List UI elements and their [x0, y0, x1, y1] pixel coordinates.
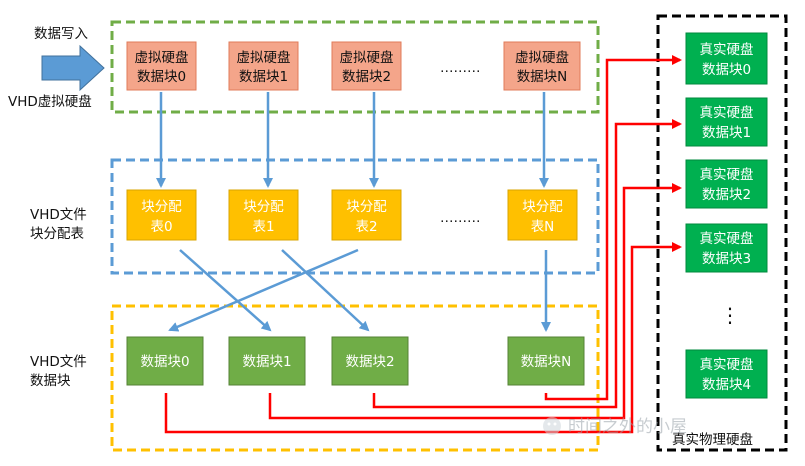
svg-text:虚拟硬盘: 虚拟硬盘	[340, 49, 394, 66]
svg-text:真实硬盘: 真实硬盘	[700, 166, 754, 183]
svg-text:块分配: 块分配	[522, 199, 563, 215]
svg-text:数据块2: 数据块2	[342, 69, 391, 85]
arrow-bat1-file2	[281, 249, 370, 332]
virtual-block-n: 虚拟硬盘 数据块N	[503, 41, 581, 91]
arrow-filen-phys0	[544, 55, 682, 401]
svg-text:块分配: 块分配	[346, 199, 387, 215]
file-blocks-container	[110, 304, 600, 452]
physical-block-0: 真实硬盘 数据块0	[685, 32, 768, 85]
arrow-bat2-file0	[168, 248, 359, 332]
svg-text:数据块N: 数据块N	[521, 354, 572, 370]
svg-text:块分配: 块分配	[141, 199, 182, 215]
virtual-block-0: 虚拟硬盘 数据块0	[126, 41, 197, 91]
bat-entry-2: 块分配 表2	[331, 189, 402, 241]
bat-ellipsis: ………	[440, 210, 481, 226]
vhd-blocks-label-line1: VHD文件	[30, 354, 87, 370]
file-block-n: 数据块N	[507, 336, 585, 386]
arrow-file1-phys2	[268, 183, 682, 420]
svg-text:真实硬盘: 真实硬盘	[700, 41, 754, 58]
file-block-0: 数据块0	[126, 336, 204, 386]
data-write-label: 数据写入	[34, 26, 88, 42]
bat-entry-1: 块分配 表1	[228, 189, 299, 241]
bat-entry-n: 块分配 表N	[507, 189, 578, 241]
physical-disk-label: 真实物理硬盘	[672, 431, 753, 448]
physical-block-2: 真实硬盘 数据块2	[685, 159, 768, 209]
svg-text:虚拟硬盘: 虚拟硬盘	[237, 49, 291, 66]
svg-text:真实硬盘: 真实硬盘	[700, 356, 754, 373]
virtual-ellipsis: ………	[440, 60, 481, 76]
arrow-file0-phys3	[164, 242, 682, 434]
physical-ellipsis: ⋮	[720, 303, 740, 327]
svg-text:数据块2: 数据块2	[345, 354, 394, 370]
physical-block-4: 真实硬盘 数据块4	[685, 349, 768, 399]
svg-text:真实硬盘: 真实硬盘	[700, 230, 754, 247]
physical-disk-container	[656, 14, 788, 452]
svg-text:数据块0: 数据块0	[137, 69, 186, 85]
physical-block-3: 真实硬盘 数据块3	[685, 223, 768, 273]
svg-text:数据块3: 数据块3	[702, 251, 751, 267]
wechat-icon	[543, 417, 561, 435]
svg-text:数据块1: 数据块1	[702, 125, 751, 141]
svg-text:表N: 表N	[531, 219, 555, 235]
vhd-bat-label-line2: 块分配表	[30, 226, 84, 242]
svg-text:表2: 表2	[355, 219, 377, 235]
svg-text:表1: 表1	[252, 219, 274, 235]
vhd-bat-label-line1: VHD文件	[30, 207, 87, 223]
svg-text:数据块4: 数据块4	[702, 377, 751, 393]
arrow-file2-phys1	[372, 119, 682, 409]
svg-text:表0: 表0	[150, 219, 172, 235]
svg-text:真实硬盘: 真实硬盘	[700, 104, 754, 121]
bat-container	[110, 158, 600, 275]
file-block-2: 数据块2	[331, 336, 409, 386]
svg-text:数据块1: 数据块1	[242, 354, 291, 370]
svg-text:块分配: 块分配	[243, 199, 284, 215]
svg-text:数据块2: 数据块2	[702, 187, 751, 203]
bat-entry-0: 块分配 表0	[126, 189, 197, 241]
virtual-block-2: 虚拟硬盘 数据块2	[331, 41, 402, 91]
virtual-block-1: 虚拟硬盘 数据块1	[228, 41, 299, 91]
physical-block-1: 真实硬盘 数据块1	[685, 97, 768, 147]
vhd-blocks-label-line2: 数据块	[30, 373, 71, 389]
virtual-disk-container	[110, 20, 600, 114]
svg-text:数据块N: 数据块N	[517, 69, 568, 85]
watermark-text: 时间之外的小屋	[568, 417, 687, 437]
data-write-arrow-icon	[41, 44, 105, 92]
svg-text:虚拟硬盘: 虚拟硬盘	[515, 49, 569, 66]
svg-text:虚拟硬盘: 虚拟硬盘	[135, 49, 189, 66]
svg-text:数据块0: 数据块0	[702, 62, 751, 78]
vhd-virtual-disk-label: VHD虚拟硬盘	[8, 93, 92, 110]
arrow-bat0-file1	[179, 249, 272, 332]
file-block-1: 数据块1	[228, 336, 306, 386]
watermark: 时间之外的小屋	[543, 417, 687, 437]
svg-text:数据块1: 数据块1	[239, 69, 288, 85]
svg-text:数据块0: 数据块0	[140, 354, 189, 370]
